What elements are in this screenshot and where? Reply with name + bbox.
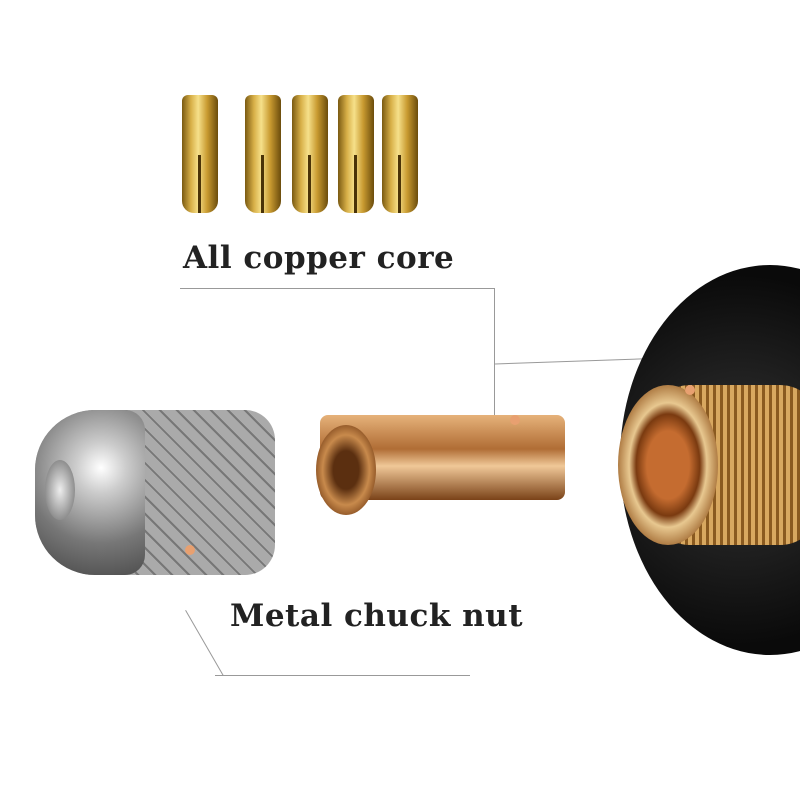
label-metal-chuck-nut: Metal chuck nut [230, 598, 524, 634]
callout-line-bottom [215, 675, 470, 676]
chuck-nut-hole [45, 460, 75, 520]
marker-dot-collet [510, 415, 520, 425]
collet-opening [316, 425, 376, 515]
callout-line-bottom-diagonal [185, 610, 224, 676]
collet-5 [382, 95, 418, 213]
shaft-end [618, 385, 718, 545]
marker-dot-shaft [685, 385, 695, 395]
collet-3 [292, 95, 328, 213]
collet-4 [338, 95, 374, 213]
callout-line-top [180, 288, 495, 289]
marker-dot-nut [185, 545, 195, 555]
label-all-copper-core: All copper core [183, 240, 455, 276]
collet-2 [245, 95, 281, 213]
collet-1 [182, 95, 218, 213]
callout-line-top-vertical [494, 288, 495, 418]
